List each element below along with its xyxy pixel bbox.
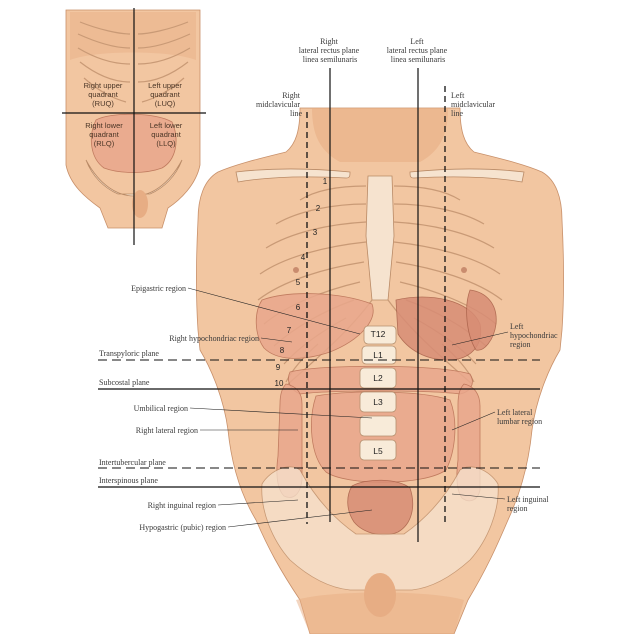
right-midclavicular-label-1: Right [282, 91, 301, 100]
main-torso-figure: T12 L1 L2 L3 L5 [196, 107, 564, 634]
right-hypochondriac-region-leader [260, 337, 293, 343]
pelvis [261, 466, 499, 591]
rib-number-10: 10 [275, 379, 284, 388]
rib-number-2: 2 [316, 204, 321, 213]
genital-shading [364, 573, 396, 617]
epigastric-region-leader [187, 287, 361, 335]
inset-luq-label-2: quadrant [150, 90, 181, 99]
left-hypochondriac-region-label: Left hypochondriac region [510, 322, 560, 349]
left-lateral-rectus-label-2: lateral rectus plane [387, 46, 448, 55]
rib-number-9: 9 [276, 363, 281, 372]
rib-number-1: 1 [323, 177, 328, 186]
vertebra-l1: L1 [373, 350, 383, 360]
left-lateral-rectus-label-3: linea semilunaris [391, 55, 445, 64]
left-inguinal-label-1: Left inguinal [507, 495, 549, 504]
rib-number-8: 8 [280, 346, 285, 355]
right-nipple [293, 267, 299, 273]
inset-rlq-label-1: Right lower [85, 121, 123, 130]
left-nipple [461, 267, 467, 273]
inset-rlq-label-3: (RLQ) [94, 139, 115, 148]
left-hypochondriac-label-1: Left [510, 322, 524, 331]
left-midclavicular-label: Left midclavicular line [451, 91, 497, 118]
spleen [466, 289, 497, 351]
hypogastric-region-label: Hypogastric (pubic) region [139, 523, 226, 532]
umbilical-region-leader [189, 407, 373, 419]
rib-number-7: 7 [287, 326, 292, 335]
left-inguinal-region-label: Left inguinal region [507, 495, 551, 513]
bladder [347, 479, 414, 536]
left-lateral-lumbar-region-label: Left lateral lumbar region [497, 408, 542, 426]
right-clavicle [235, 168, 351, 183]
left-inguinal-region-leader [451, 493, 506, 500]
subcostal-plane-label: Subcostal plane [99, 378, 150, 387]
umbilical-region-label: Umbilical region [134, 404, 188, 413]
epigastric-region-label: Epigastric region [131, 284, 186, 293]
left-hypochondriac-label-2: hypochondriac [510, 331, 558, 340]
small-intestine [311, 391, 456, 483]
left-lateral-rectus-label-1: Left [410, 37, 424, 46]
intertubercular-plane-label: Intertubercular plane [99, 458, 166, 467]
sternum [365, 175, 395, 301]
left-hypochondriac-label-3: region [510, 340, 530, 349]
inset-luq-label-3: (LUQ) [155, 99, 176, 108]
left-inguinal-label-2: region [507, 504, 527, 513]
right-midclavicular-label-3: line [290, 109, 302, 118]
transpyloric-plane-label: Transpyloric plane [99, 349, 159, 358]
right-inguinal-region-label: Right inguinal region [148, 501, 216, 510]
inset-rlq-label-2: quadrant [89, 130, 120, 139]
interspinous-plane-label: Interspinous plane [99, 476, 158, 485]
left-lateral-lumbar-label-1: Left lateral [497, 408, 533, 417]
inset-ruq-label-3: (RUQ) [92, 99, 114, 108]
right-inguinal-region-leader [217, 499, 299, 506]
vertebra-t12: T12 [371, 329, 386, 339]
left-midclavicular-label-1: Left [451, 91, 465, 100]
vertebra-l5: L5 [373, 446, 383, 456]
inset-llq-label-1: Left lower [150, 121, 183, 130]
rib-numbers: 1 2 3 4 5 6 7 8 9 10 [275, 177, 328, 388]
rib-number-6: 6 [296, 303, 301, 312]
left-lateral-rectus-label: Left lateral rectus plane linea semiluna… [387, 37, 449, 64]
inset-llq-label-2: quadrant [151, 130, 182, 139]
right-lateral-rectus-label-2: lateral rectus plane [299, 46, 360, 55]
right-lateral-rectus-label: Right lateral rectus plane linea semilun… [299, 37, 361, 64]
right-lateral-region-label: Right lateral region [136, 426, 198, 435]
inset-ruq-label-1: Right upper [84, 81, 123, 90]
inset-llq-label-3: (LLQ) [156, 139, 176, 148]
right-midclavicular-label: Right midclavicular line [256, 91, 302, 118]
vertebra-l2: L2 [373, 373, 383, 383]
inset-ruq-label-2: quadrant [88, 90, 119, 99]
right-lateral-rectus-label-3: linea semilunaris [303, 55, 357, 64]
left-hypochondriac-region-leader [451, 331, 509, 346]
rib-number-5: 5 [296, 278, 301, 287]
left-midclavicular-label-3: line [451, 109, 463, 118]
inset-luq-label-1: Left upper [148, 81, 182, 90]
left-lateral-lumbar-label-2: lumbar region [497, 417, 542, 426]
left-lateral-lumbar-region-leader [451, 411, 496, 431]
hypogastric-region-leader [227, 509, 373, 528]
left-midclavicular-label-2: midclavicular [451, 100, 495, 109]
inset-ribs [77, 21, 191, 103]
right-hypochondriac-region-label: Right hypochondriac region [169, 334, 259, 343]
vertebra-l3: L3 [373, 397, 383, 407]
right-lateral-rectus-label-1: Right [320, 37, 339, 46]
liver [255, 293, 374, 359]
rib-number-3: 3 [313, 228, 318, 237]
left-clavicle [409, 168, 525, 183]
vertebral-column [359, 325, 397, 461]
right-midclavicular-label-2: midclavicular [256, 100, 300, 109]
rib-number-4: 4 [301, 253, 306, 262]
